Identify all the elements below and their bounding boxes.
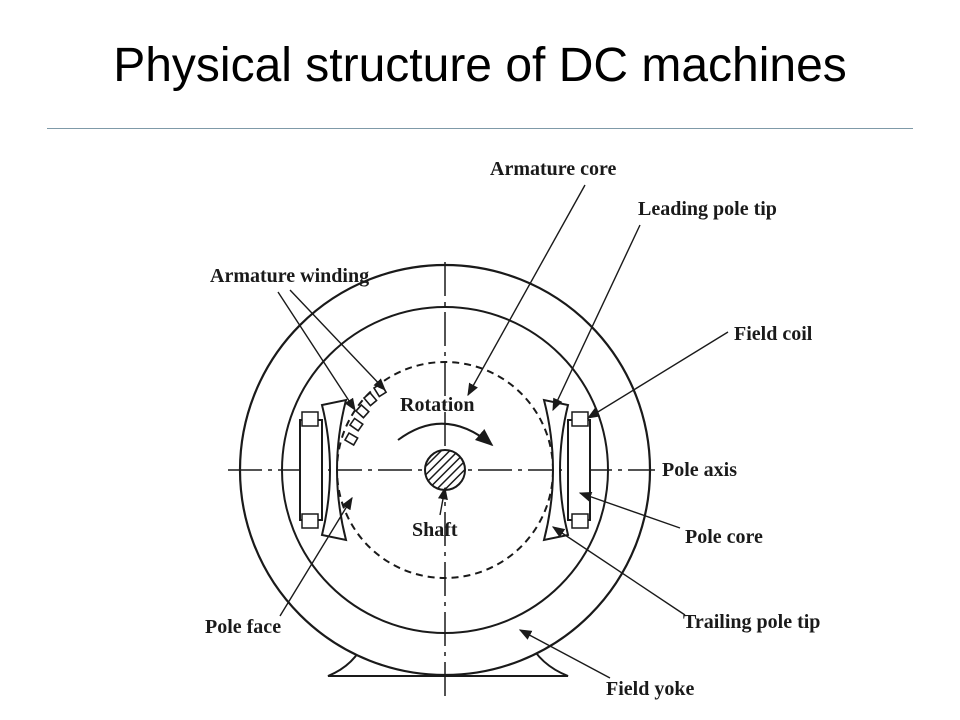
left-pole-shoe (320, 398, 348, 542)
label-leading-pole-tip: Leading pole tip (638, 198, 777, 220)
label-pole-core: Pole core (685, 526, 763, 548)
leader-pole-face (279, 496, 353, 617)
shaft (424, 449, 466, 491)
leader-field-coil (586, 331, 729, 419)
label-trailing-pole-tip: Trailing pole tip (683, 611, 820, 633)
label-shaft: Shaft (412, 519, 458, 541)
label-armature-core: Armature core (490, 158, 617, 180)
title-divider (47, 128, 913, 129)
label-field-coil: Field coil (734, 323, 813, 345)
right-pole-core (567, 419, 591, 521)
right-pole-shoe (542, 398, 570, 542)
leader-armature-winding-a (277, 291, 356, 412)
label-field-yoke: Field yoke (606, 678, 694, 700)
right-field-coil-top (571, 411, 589, 427)
left-pole-core (299, 419, 323, 521)
left-field-coil-top (301, 411, 319, 427)
rotation-arrow (397, 422, 494, 447)
left-pole (299, 398, 348, 542)
left-field-coil-bottom (301, 513, 319, 529)
leader-shaft (437, 486, 448, 516)
label-pole-axis: Pole axis (662, 459, 737, 481)
right-field-coil-bottom (571, 513, 589, 529)
leader-trailing-pole-tip (551, 526, 686, 616)
leader-armature-winding-b (289, 289, 386, 391)
leader-leading-pole-tip (552, 224, 641, 412)
leader-armature-core (467, 184, 586, 397)
label-rotation: Rotation (400, 394, 474, 416)
leader-pole-core (578, 491, 681, 529)
label-pole-face: Pole face (205, 616, 281, 638)
leader-field-yoke (518, 629, 611, 679)
label-armature-winding: Armature winding (210, 265, 369, 287)
slide-title: Physical structure of DC machines (113, 39, 847, 92)
